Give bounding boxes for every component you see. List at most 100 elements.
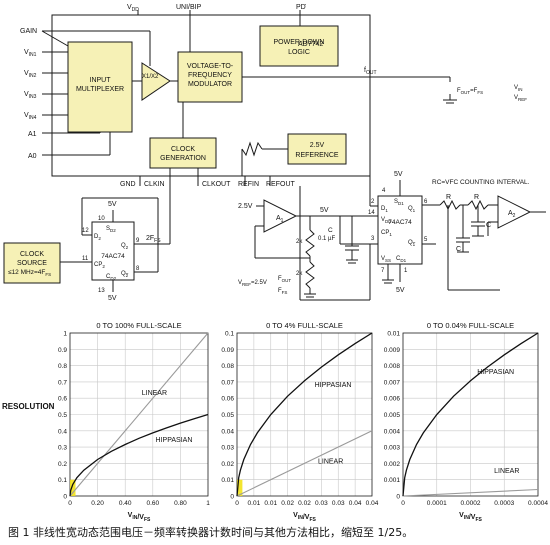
- y-tick-label: 0.2: [58, 461, 67, 468]
- ff2-pin-vdd: 14: [368, 210, 375, 216]
- vref-eq-num: FOUT: [278, 276, 291, 283]
- schematic: [3, 10, 546, 301]
- y-tick-label: 0: [63, 494, 67, 501]
- x-tick-label: 0.04: [349, 500, 362, 507]
- cap-c-label: C: [328, 227, 333, 234]
- r2k-1-label: 2k: [296, 239, 303, 245]
- a2-amplifier: [497, 195, 532, 229]
- y-tick-label: 0.005: [384, 412, 401, 419]
- a1-buffer: [263, 199, 298, 233]
- x-tick-label: 0: [401, 500, 405, 507]
- cap-val-label: 0.1 µF: [318, 236, 335, 242]
- buf-in-label: 2.5V: [238, 203, 253, 210]
- series-hippasian: [402, 332, 539, 497]
- y-tick-label: 0.5: [58, 412, 67, 419]
- vin4-label: VIN4: [24, 112, 37, 121]
- vfc-line2: FREQUENCY: [188, 72, 232, 79]
- x-axis-label: VIN/VFS: [128, 512, 151, 523]
- zoom-highlight: [70, 479, 76, 496]
- buf-name-label: A1: [276, 215, 284, 224]
- a0-pin-label: A0: [28, 153, 37, 160]
- ff2-q: Q1: [408, 206, 416, 213]
- ff1-pin-cp: 11: [82, 256, 89, 262]
- vfc-line3: MODULATOR: [188, 81, 232, 88]
- y-tick-label: 0.3: [58, 445, 67, 452]
- ff1-pin-d: 12: [82, 228, 89, 234]
- series-label: LINEAR: [318, 458, 343, 465]
- x-tick-label: 0: [235, 500, 239, 507]
- y-tick-label: 0.4: [58, 428, 67, 435]
- fout-eq-den: VREF: [514, 95, 527, 102]
- x-tick-label: 0.02: [281, 500, 294, 507]
- y-tick-label: 0.01: [387, 331, 400, 338]
- y-tick-label: 0.001: [384, 477, 401, 484]
- clock-gen-block: [149, 137, 217, 169]
- series-linear: [402, 488, 539, 497]
- ff2-pin-qb: 5: [424, 237, 428, 243]
- series-label: HIPPASIAN: [156, 437, 193, 444]
- chart-1: 0 TO 100% FULL-SCALE00.10.20.30.40.50.60…: [58, 321, 210, 523]
- ff1-pin-q: 9: [136, 238, 140, 244]
- vin2-label: VIN2: [24, 70, 37, 79]
- x-tick-label: 0.04: [366, 500, 379, 507]
- charts: 0 TO 100% FULL-SCALE00.10.20.30.40.50.60…: [58, 321, 548, 523]
- y-tick-label: 0.7: [58, 379, 67, 386]
- y-tick-label: 0.1: [225, 331, 234, 338]
- ff2-d: D1: [381, 206, 388, 213]
- ff2-cp: CP1: [381, 230, 392, 237]
- ff2-pin-cp: 3: [371, 236, 375, 242]
- two-fs-label: 2FFS: [146, 235, 161, 244]
- reference-line2: REFERENCE: [295, 152, 339, 159]
- x-axis-label: VIN/VFS: [293, 512, 316, 523]
- chip-name-label: AD7742: [298, 41, 323, 48]
- x-tick-label: 0.0002: [461, 500, 481, 507]
- series-linear: [69, 332, 209, 497]
- gnd-label: GND: [120, 181, 136, 188]
- x-tick-label: 0.0003: [494, 500, 514, 507]
- buf-out-label: 5V: [320, 207, 329, 214]
- ff1-cd: CD2: [106, 274, 117, 281]
- ff1-pin-qb: 8: [136, 266, 140, 272]
- y-tick-label: 0.8: [58, 363, 67, 370]
- r1-label: R: [446, 194, 451, 201]
- ff1-cp: CP2: [94, 262, 105, 269]
- ff2-vss: VSS: [381, 256, 391, 263]
- ff2-sd: SD1: [394, 199, 404, 206]
- ad7742-outline: [51, 14, 371, 177]
- series-hippasian: [236, 332, 373, 497]
- clock-source-line3: ≤12 MHz=4FFS: [8, 269, 51, 277]
- fout-eq-num: VIN: [514, 85, 523, 92]
- ff1-vcc-top: 5V: [108, 201, 117, 208]
- ff2-vtop: 5V: [394, 171, 403, 178]
- ff1-pin-sd: 10: [98, 216, 105, 222]
- power-down-block: [259, 25, 339, 67]
- r2k-2-label: 2k: [296, 271, 303, 277]
- series-label: LINEAR: [494, 468, 519, 475]
- fout-label: fOUT: [364, 67, 377, 76]
- x-tick-label: 0: [68, 500, 72, 507]
- clkout-label: CLKOUT: [202, 181, 231, 188]
- x-tick-label: 1: [206, 500, 210, 507]
- y-tick-label: 0.04: [221, 428, 234, 435]
- ff2-cd: CD1: [396, 256, 407, 263]
- y-tick-label: 0.002: [384, 461, 401, 468]
- y-tick-label: 0.03: [221, 445, 234, 452]
- ff1-d: D2: [94, 234, 101, 241]
- x-tick-label: 0.03: [315, 500, 328, 507]
- figure-caption: 图 1 非线性宽动态范围电压－频率转换器计数时间与其他方法相比，缩短至 1/25…: [8, 526, 414, 539]
- clock-source-line1: CLOCK: [20, 251, 44, 258]
- vref-eq: VREF=2.5V: [238, 280, 267, 287]
- y-tick-label: 0.007: [384, 379, 401, 386]
- ff1-pin-cd: 13: [98, 288, 105, 294]
- power-down-line1: POWER-DOWN: [274, 39, 325, 46]
- vfc-line1: VOLTAGE-TO-: [187, 63, 234, 70]
- vref-eq-den: FFS: [278, 288, 287, 295]
- ff2-pin-vss: 7: [381, 268, 385, 274]
- x-tick-label: 0.40: [119, 500, 132, 507]
- x-tick-label: 0.0004: [528, 500, 548, 507]
- refin-label: REFIN: [238, 181, 259, 188]
- reference-line1: 2.5V: [310, 142, 325, 149]
- plot-frame: [402, 332, 539, 497]
- y-tick-label: 0.004: [384, 428, 401, 435]
